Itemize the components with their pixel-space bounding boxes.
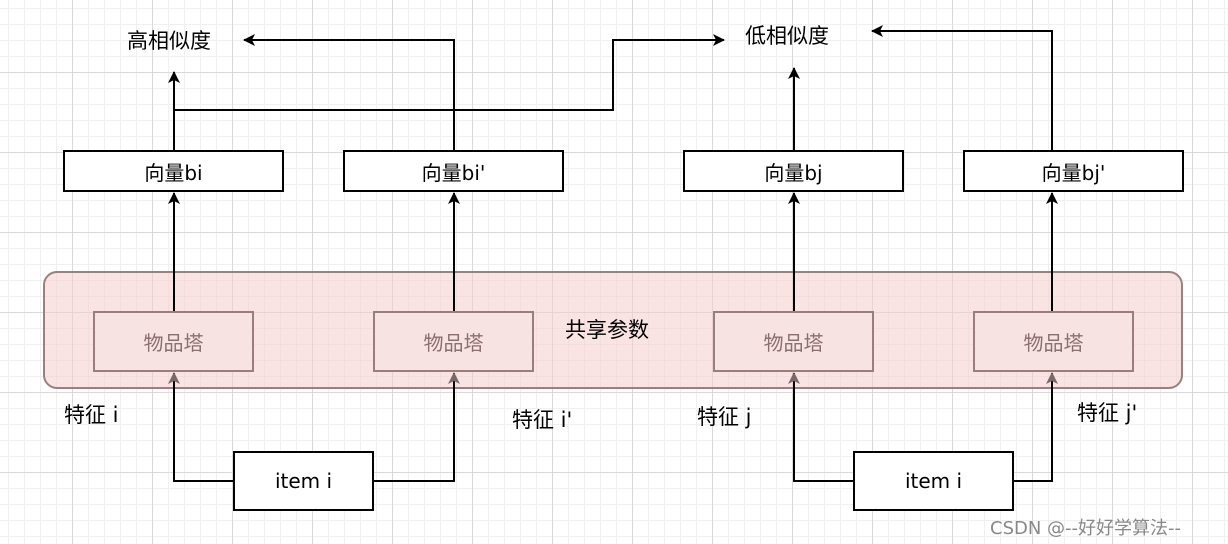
connector-item-right-to-tower-3 (788, 372, 853, 482)
vector-bi-box: 向量bi (63, 150, 284, 192)
high-similarity-label: 高相似度 (127, 29, 211, 53)
connector-item-left-to-tower-1 (168, 372, 233, 482)
item-tower-4: 物品塔 (973, 311, 1134, 372)
feature-i-label: 特征 i (64, 403, 119, 427)
feature-j-label: 特征 j (697, 405, 752, 429)
feature-j-prime-label: 特征 j' (1077, 401, 1138, 425)
item-tower-1: 物品塔 (93, 311, 254, 372)
connector-bi-prime-to-high (243, 34, 455, 150)
feature-i-prime-label: 特征 i' (512, 408, 573, 432)
connector-item-right-to-tower-4 (1013, 372, 1058, 482)
vector-bj-prime-box: 向量bj' (963, 150, 1184, 192)
shared-params-label: 共享参数 (565, 318, 649, 342)
low-similarity-label: 低相似度 (745, 24, 829, 48)
connector-bj-prime-to-low (871, 25, 1053, 150)
item-i-right-box: item i (853, 451, 1014, 511)
connector-item-left-to-tower-2 (373, 372, 460, 482)
connector-bi-to-low (174, 34, 725, 111)
item-tower-3: 物品塔 (713, 311, 874, 372)
item-i-left-box: item i (233, 451, 374, 511)
vector-bi-prime-box: 向量bi' (343, 150, 564, 192)
vector-bj-box: 向量bj (683, 150, 904, 192)
csdn-watermark: CSDN @--好好学算法-- (990, 518, 1182, 539)
item-tower-2: 物品塔 (373, 311, 534, 372)
